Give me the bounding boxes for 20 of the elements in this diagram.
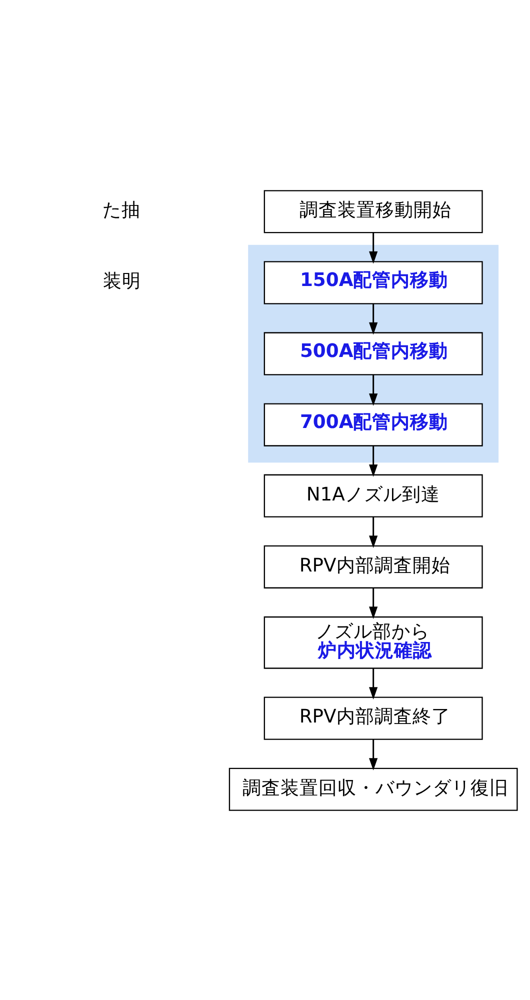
arrow [369,588,378,618]
arrow [369,303,378,334]
node-box: RPV内部調査開始 [264,544,483,588]
node-box: 調査装置移動開始 [264,190,483,233]
label: 装明 [103,270,142,292]
arrow [369,232,378,264]
node-box: 700A配管内移動 [264,402,483,446]
arrow [369,738,378,770]
node-box: 500A配管内移動 [264,332,483,375]
arrow [369,445,378,476]
node-box: RPV内部調査終了 [264,696,483,740]
node-box: 150A配管内移動 [264,260,483,304]
node-box: 調査装置回収・バウンダリ復旧 [228,767,518,810]
node-box: ノズル部から 炉内状況確認 [264,616,483,668]
label: た抽 [102,200,141,221]
cluster [248,244,499,462]
arrow [369,516,378,548]
arrow [369,374,378,406]
arrow [369,668,378,699]
node-box: N1Aノズル到達 [264,474,483,517]
